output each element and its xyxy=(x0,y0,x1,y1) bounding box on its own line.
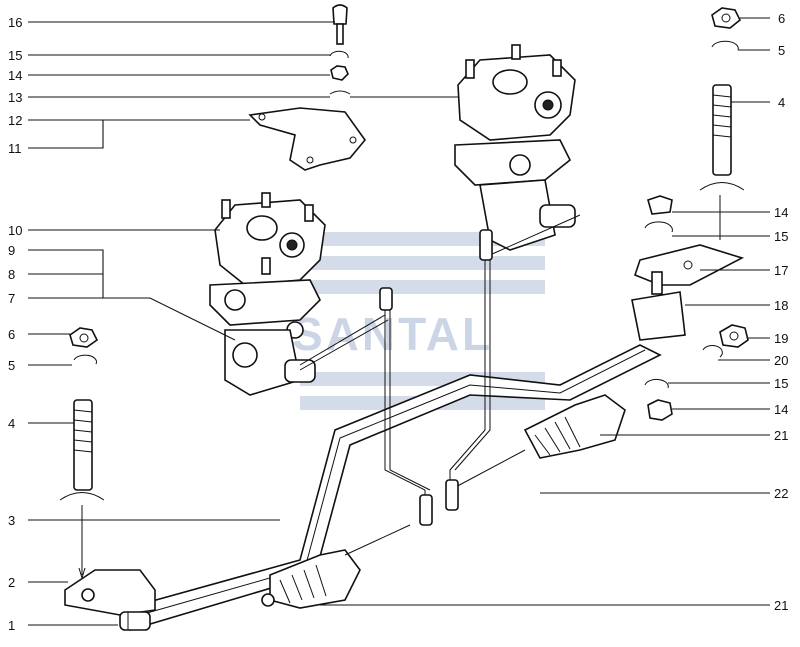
right-valve-housing xyxy=(454,44,576,251)
callout-17: 17 xyxy=(774,263,788,278)
callout-18: 18 xyxy=(774,298,788,313)
callouts-right: 6 5 4 14 15 17 18 19 20 15 14 21 22 21 xyxy=(774,11,788,613)
callout-21-lower: 21 xyxy=(774,598,788,613)
callout-15-right-lower: 15 xyxy=(774,376,788,391)
brake-lines xyxy=(299,214,581,526)
left-stud-assembly xyxy=(59,327,105,580)
callout-16: 16 xyxy=(8,15,22,30)
callout-15: 15 xyxy=(8,48,22,63)
top-bolt-assembly xyxy=(329,4,351,95)
right-hardware xyxy=(644,324,749,421)
callouts-left: 16 15 14 13 12 11 10 9 8 7 6 5 4 3 2 1 xyxy=(8,15,22,633)
callout-14: 14 xyxy=(8,68,22,83)
callout-2: 2 xyxy=(8,575,15,590)
mounting-plate xyxy=(248,107,367,171)
right-bracket xyxy=(631,195,745,341)
callout-14-right-lower: 14 xyxy=(774,402,788,417)
callout-9: 9 xyxy=(8,243,15,258)
callout-4-right: 4 xyxy=(778,95,785,110)
callout-7: 7 xyxy=(8,291,15,306)
callout-22: 22 xyxy=(774,486,788,501)
callout-6-right: 6 xyxy=(778,11,785,26)
callout-21-upper: 21 xyxy=(774,428,788,443)
leader-lines xyxy=(28,17,770,626)
right-stud-assembly xyxy=(699,7,745,240)
watermark-text: SANTAL xyxy=(292,308,493,360)
callout-4: 4 xyxy=(8,416,15,431)
upper-bellows-cylinder xyxy=(449,394,626,491)
callout-5-right: 5 xyxy=(778,43,785,58)
callout-11: 11 xyxy=(8,141,22,156)
callout-13: 13 xyxy=(8,90,22,105)
left-bracket xyxy=(64,569,156,631)
callout-12: 12 xyxy=(8,113,22,128)
lower-bellows-cylinder xyxy=(261,524,411,609)
callout-19: 19 xyxy=(774,331,788,346)
callout-3: 3 xyxy=(8,513,15,528)
callout-10: 10 xyxy=(8,223,22,238)
left-valve-housing xyxy=(209,192,326,396)
callout-6: 6 xyxy=(8,327,15,342)
callout-5: 5 xyxy=(8,358,15,373)
watermark: SANTAL xyxy=(292,232,545,410)
callout-14-right: 14 xyxy=(774,205,788,220)
callout-20: 20 xyxy=(774,353,788,368)
callout-8: 8 xyxy=(8,267,15,282)
callout-1: 1 xyxy=(8,618,15,633)
callout-15-right: 15 xyxy=(774,229,788,244)
